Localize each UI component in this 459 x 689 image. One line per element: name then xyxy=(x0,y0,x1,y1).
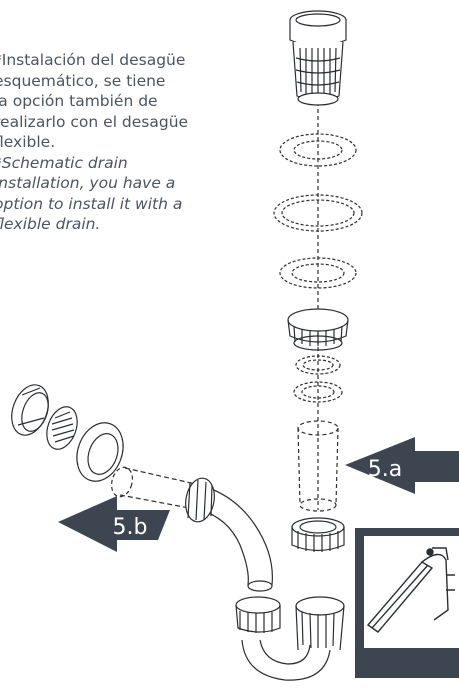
note-spanish: *Instalación del desagüe esquemático, se… xyxy=(0,51,189,151)
gasket-ring-2 xyxy=(273,194,363,232)
hacksaw-icon xyxy=(366,547,455,633)
gasket-ring-3 xyxy=(279,257,357,289)
arrow-5a: 5.a xyxy=(345,437,459,494)
small-ring-2 xyxy=(293,381,343,403)
u-trap xyxy=(235,596,345,681)
installation-note: *Instalación del desagüe esquemático, se… xyxy=(0,50,234,235)
gasket-ring-1 xyxy=(279,133,357,167)
threaded-adapter xyxy=(46,406,78,450)
tail-piece xyxy=(297,420,339,512)
slip-nut xyxy=(291,517,345,552)
drain-cap-icon xyxy=(289,10,347,47)
washer-ring xyxy=(76,422,124,482)
arrow-5a-label: 5.a xyxy=(368,457,402,482)
tool-panel xyxy=(355,528,459,678)
end-cap xyxy=(11,384,49,436)
trap-arm-pipe xyxy=(110,466,273,592)
small-ring-1 xyxy=(295,355,341,375)
arrow-5b: 5.b xyxy=(58,496,170,552)
arrow-5b-label: 5.b xyxy=(113,515,148,540)
elbow-nut xyxy=(185,477,215,523)
note-english: *Schematic drain installation, you have … xyxy=(0,153,183,234)
strainer-basket xyxy=(292,41,344,106)
drain-flange xyxy=(287,308,349,351)
